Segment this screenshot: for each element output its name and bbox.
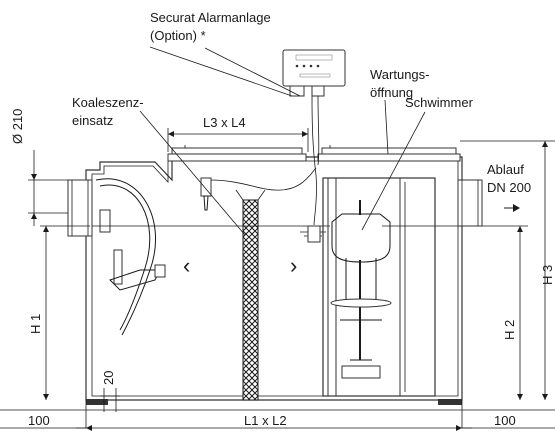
dim-diameter: Ø 210 (10, 109, 25, 144)
outlet-label-line2: DN 200 (487, 180, 531, 195)
dim-left-100: 100 (28, 413, 50, 428)
dim-l1-l2: L1 x L2 (244, 413, 287, 428)
alarm-unit (282, 49, 346, 97)
prev-arrow-icon[interactable]: ‹ (183, 253, 190, 278)
float-label: Schwimmer (405, 95, 474, 110)
dim-20: 20 (101, 371, 116, 385)
outlet-pipe (457, 179, 483, 227)
right-base-plate (438, 399, 462, 405)
inlet-baffle (95, 178, 166, 336)
maintenance-label-line2: öffnung (370, 85, 413, 100)
alarm-label-line2: (Option) * (150, 28, 206, 43)
tank-body (85, 156, 463, 405)
dim-h2: H 2 (502, 320, 517, 340)
maintenance-covers (167, 145, 461, 162)
next-arrow-icon[interactable]: › (290, 253, 297, 278)
dim-l3-l4: L3 x L4 (203, 115, 246, 130)
leader-lines (139, 46, 426, 236)
dim-h3: H 3 (540, 265, 555, 285)
inlet-pipe (67, 179, 93, 237)
dimension-lines (0, 128, 555, 431)
coalescence-label-line1: Koaleszenz- (72, 95, 144, 110)
dim-h1: H 1 (28, 314, 43, 334)
float-chamber (322, 177, 436, 397)
coalescence-insert (235, 189, 266, 401)
left-base-plate (86, 399, 108, 405)
coalescence-label-line2: einsatz (72, 113, 113, 128)
alarm-cables (200, 95, 321, 243)
outlet-label-line1: Ablauf (487, 162, 524, 177)
float-assembly (330, 200, 392, 379)
alarm-label-line1: Securat Alarmanlage (150, 10, 271, 25)
maintenance-label-line1: Wartungs- (370, 67, 429, 82)
dim-right-100: 100 (494, 413, 516, 428)
